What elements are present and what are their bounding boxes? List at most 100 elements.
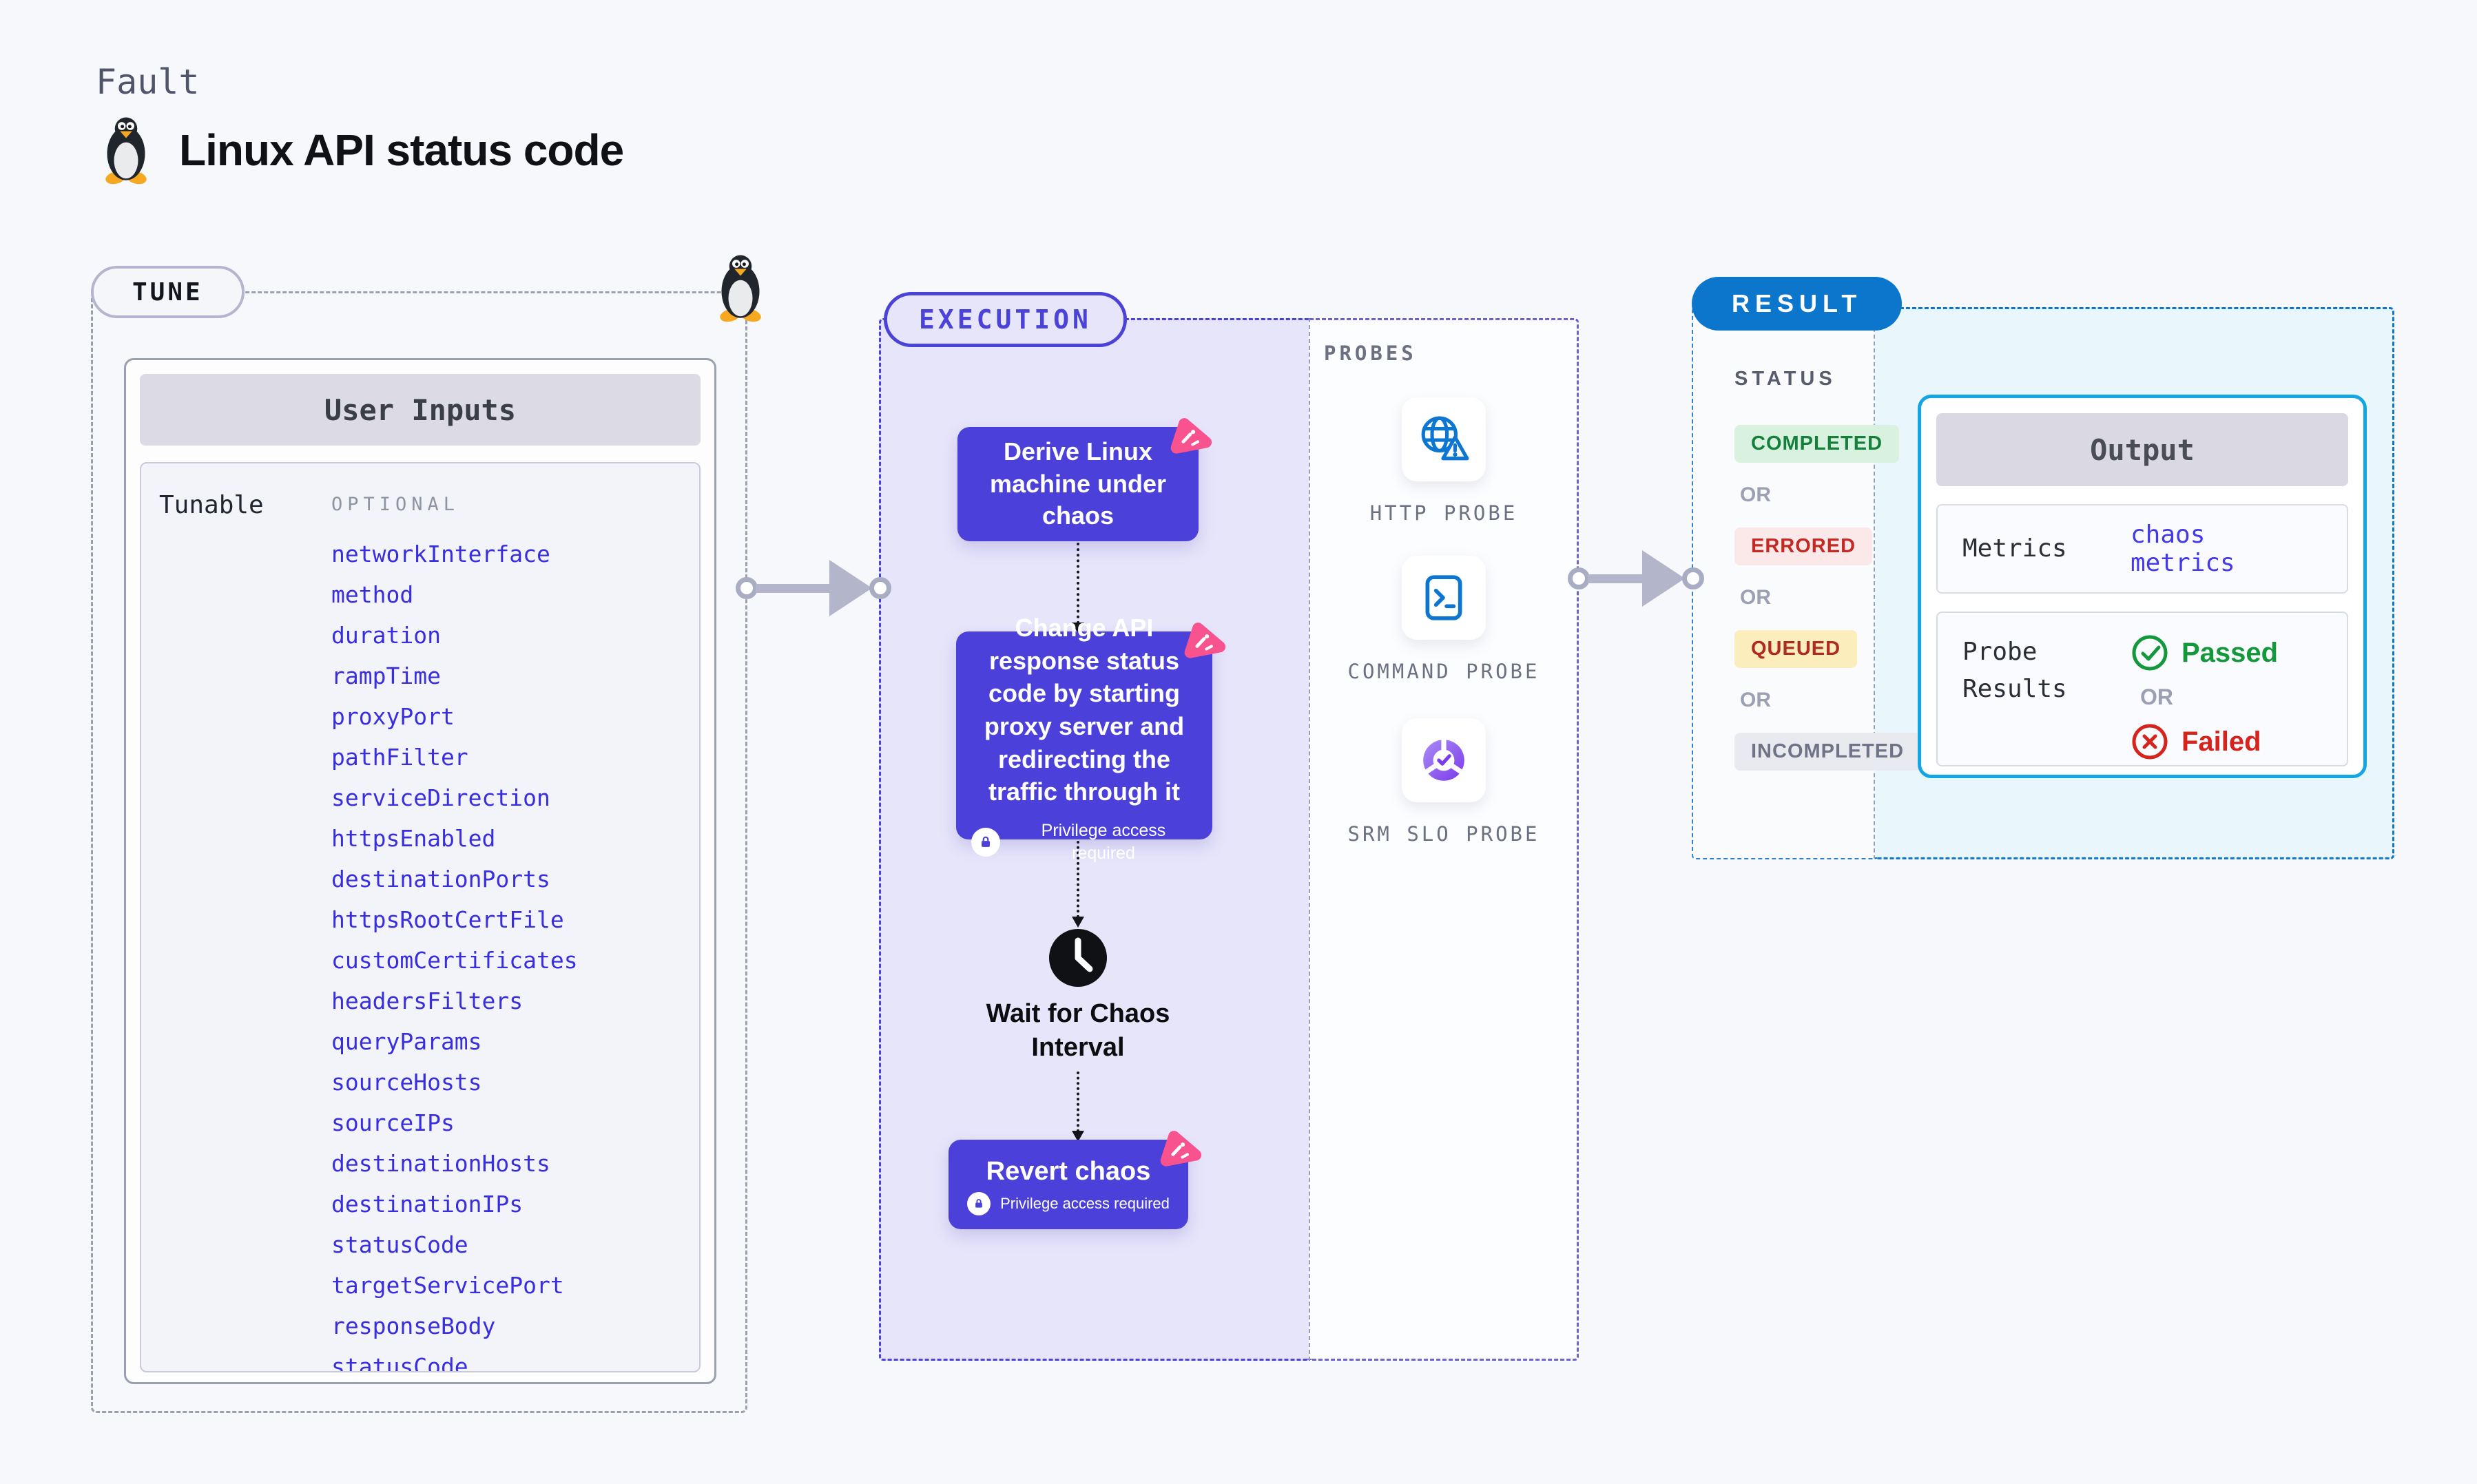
tunable-item[interactable]: sourceIPs (331, 1109, 455, 1136)
step-text: Revert chaos (986, 1156, 1151, 1186)
chaos-badge-icon (1165, 415, 1212, 461)
connector-node (869, 577, 891, 599)
step-change-status-code: Change API response status code by start… (956, 614, 1212, 863)
tunables-list: networkInterface method duration rampTime pr… (331, 541, 681, 1372)
clock-icon (1048, 928, 1108, 987)
passed-label: Passed (2181, 637, 2279, 668)
chaos-badge-icon (1179, 619, 1226, 666)
status-title: STATUS (1734, 368, 1836, 390)
execution-pill-label: EXECUTION (884, 292, 1127, 347)
lock-icon (971, 827, 1000, 857)
tunable-item[interactable]: method (331, 581, 414, 608)
metrics-label: Metrics (1962, 534, 2067, 563)
x-circle-icon (2131, 722, 2169, 761)
step-text: Derive Linux machine under chaos (989, 437, 1167, 530)
tunable-item[interactable]: networkInterface (331, 541, 550, 567)
privilege-row: Privilege access required (971, 819, 1197, 865)
output-title: Output (1936, 413, 2348, 486)
probe-results-label: Probe Results (1962, 638, 2067, 703)
status-badge: QUEUED (1734, 630, 1858, 668)
privilege-row: Privilege access required (967, 1191, 1170, 1215)
probe-name: HTTP PROBE (1369, 501, 1518, 525)
or-separator: OR (1740, 586, 1771, 609)
tunable-item[interactable]: pathFilter (331, 744, 468, 771)
or-separator: OR (1740, 483, 1771, 506)
privilege-note: Privilege access required (1041, 820, 1166, 863)
arrow-head (1642, 550, 1685, 607)
tunable-item[interactable]: serviceDirection (331, 784, 550, 811)
failed-line: Failed (2131, 722, 2261, 761)
tune-pill-label: TUNE (91, 266, 245, 318)
result-pill-label: RESULT (1692, 277, 1903, 331)
probe-name: SRM SLO PROBE (1347, 822, 1540, 846)
globe-alert-icon (1418, 414, 1469, 465)
metrics-row: Metrics chaos metrics (1936, 504, 2348, 594)
probe-results: Passed OR Failed (2131, 634, 2278, 744)
failed-label: Failed (2181, 726, 2261, 757)
arrow-shaft (1588, 574, 1644, 583)
arrow-head (829, 560, 872, 616)
status-column: STATUS COMPLETED OR ERRORED OR QUEUED OR… (1734, 368, 1921, 771)
tunable-item[interactable]: rampTime (331, 662, 441, 689)
tunable-item[interactable]: headersFilters (331, 987, 524, 1014)
user-inputs-card: User Inputs Tunable OPTIONAL networkInte… (124, 358, 716, 1384)
tunable-item[interactable]: targetServicePort (331, 1272, 564, 1299)
flow-connector (1072, 543, 1084, 634)
probe-srm-slo: SRM SLO PROBE (1340, 718, 1547, 850)
or-separator: OR (2140, 684, 2173, 709)
output-card: Output Metrics chaos metrics Probe Resul… (1918, 395, 2367, 778)
tunable-item[interactable]: httpsRootCertFile (331, 906, 564, 933)
title-row: Linux API status code (98, 116, 624, 185)
flow-connector (1072, 841, 1084, 928)
probes-title: PROBES (1324, 342, 1417, 365)
tunable-item[interactable]: duration (331, 622, 441, 649)
tune-to-execution-arrow (736, 559, 891, 617)
tunable-item[interactable]: destinationIPs (331, 1191, 524, 1217)
execution-to-result-arrow (1568, 550, 1704, 607)
page-title: Linux API status code (179, 125, 624, 175)
tunable-item[interactable]: sourceHosts (331, 1069, 482, 1096)
tunable-item[interactable]: proxyPort (331, 703, 455, 730)
chaos-badge-icon (1155, 1127, 1202, 1174)
tunable-item[interactable]: responseBody (331, 1313, 496, 1339)
connector-node (1568, 567, 1590, 589)
terminal-icon (1418, 572, 1469, 623)
probe-results-row: Probe Results Passed OR Failed (1936, 612, 2348, 766)
tunable-item[interactable]: destinationPorts (331, 866, 550, 892)
step-revert-chaos: Revert chaos Privilege access required (949, 1140, 1188, 1229)
tunable-item[interactable]: httpsEnabled (331, 825, 496, 852)
tunable-item[interactable]: queryParams (331, 1028, 482, 1055)
probe-card (1402, 397, 1486, 481)
probe-http: HTTP PROBE (1340, 397, 1547, 529)
flow-connector (1072, 1072, 1084, 1142)
status-badge: COMPLETED (1734, 425, 1900, 463)
probes-section (1309, 318, 1579, 1361)
lock-icon (967, 1191, 991, 1215)
status-badge: INCOMPLETED (1734, 733, 1921, 771)
tunable-item[interactable]: statusCode (331, 1353, 468, 1372)
connector-node (736, 577, 758, 599)
probe-card (1402, 718, 1486, 802)
user-inputs-title: User Inputs (140, 374, 701, 446)
step-derive-machine: Derive Linux machine under chaos (957, 427, 1199, 541)
status-badge: ERRORED (1734, 527, 1873, 565)
tunable-item[interactable]: statusCode (331, 1231, 468, 1258)
tux-icon (98, 116, 154, 185)
probe-command: COMMAND PROBE (1340, 556, 1547, 687)
arrow-shaft (756, 583, 831, 593)
passed-line: Passed (2131, 634, 2278, 672)
or-separator: OR (1740, 689, 1771, 711)
connector-node (1682, 567, 1704, 589)
probe-name: COMMAND PROBE (1347, 660, 1540, 683)
tunable-item[interactable]: destinationHosts (331, 1150, 550, 1177)
metrics-value[interactable]: chaos metrics (2131, 521, 2235, 577)
tunable-row-label: Tunable (159, 491, 264, 519)
privilege-note: Privilege access required (1000, 1194, 1170, 1212)
tune-section (91, 291, 747, 1413)
check-circle-icon (2131, 634, 2169, 672)
step-text: Change API response status code by start… (984, 614, 1185, 806)
tunable-item[interactable]: customCertificates (331, 947, 578, 974)
slo-donut-icon (1418, 735, 1469, 786)
